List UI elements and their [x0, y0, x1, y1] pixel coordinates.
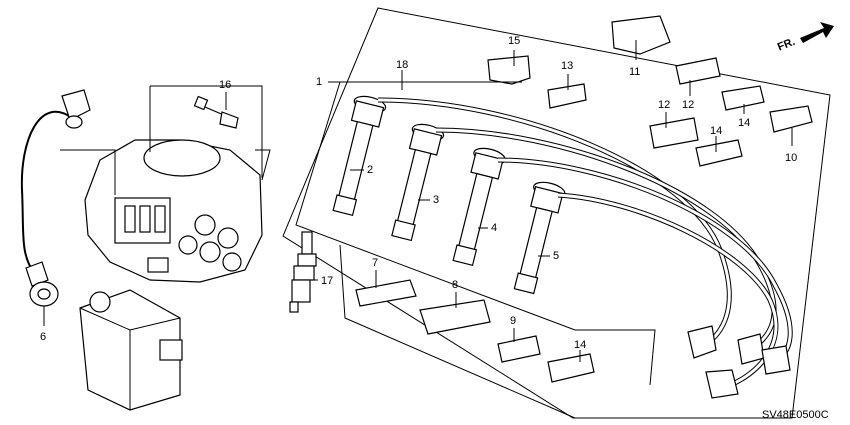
callout-5: 5: [553, 250, 559, 262]
wire-set-boundary: [295, 81, 656, 386]
distributor-drawing: [84, 139, 263, 283]
arrow-icon: [800, 22, 834, 43]
callout-7: 7: [372, 257, 378, 269]
spark-plug-boots: [332, 95, 566, 295]
callout-11: 11: [629, 66, 640, 78]
ignition-coil-drawing: [79, 289, 183, 411]
front-direction-indicator: FR.: [776, 22, 834, 54]
svg-text:FR.: FR.: [776, 36, 797, 54]
callout-17: 17: [321, 275, 333, 287]
callout-10: 10: [785, 152, 797, 164]
clamps: [355, 15, 813, 383]
callout-15: 15: [508, 35, 520, 47]
callout-18: 18: [396, 59, 408, 71]
callout-12a: 12: [682, 99, 694, 111]
coil-lead-cable: [20, 89, 91, 307]
callout-9: 9: [510, 315, 516, 327]
callout-8: 8: [452, 279, 458, 291]
callout-4: 4: [491, 222, 497, 234]
callout-2: 2: [367, 164, 373, 176]
callout-3: 3: [433, 194, 439, 206]
callout-1: 1: [316, 76, 322, 88]
assembly-boundary: [282, 7, 831, 419]
clamp-kit-boundary: [339, 244, 576, 419]
spark-plug-drawing: [289, 231, 317, 313]
callout-14c: 14: [574, 339, 586, 351]
diagram-code: SV48E0500C: [762, 409, 829, 421]
leader-lines: [43, 40, 793, 362]
ignition-wires: [377, 97, 793, 399]
callout-14b: 14: [710, 125, 722, 137]
callout-13: 13: [561, 60, 573, 72]
bolt-drawing: [193, 95, 239, 129]
callout-16: 16: [219, 79, 231, 91]
callout-6: 6: [40, 331, 46, 343]
callout-14a: 14: [738, 117, 750, 129]
callout-12b: 12: [658, 99, 670, 111]
